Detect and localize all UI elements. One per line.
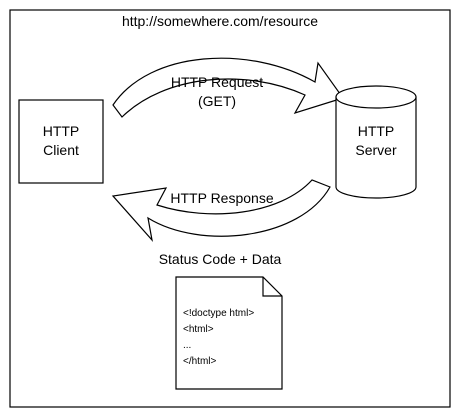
status-label: Status Code + Data xyxy=(159,251,282,267)
server-label-line2: Server xyxy=(355,142,397,158)
client-label-line1: HTTP xyxy=(43,123,80,139)
client-box xyxy=(18,99,104,184)
server-label-line1: HTTP xyxy=(358,123,395,139)
request-label-line1: HTTP Request xyxy=(171,74,263,90)
server-cylinder-body xyxy=(335,97,417,199)
client-label-line2: Client xyxy=(43,142,79,158)
document-line: </html> xyxy=(183,356,217,367)
document-fold xyxy=(262,277,282,297)
document-line: <!doctype html> xyxy=(183,308,254,319)
response-arrow xyxy=(111,179,331,243)
server-cylinder xyxy=(335,85,417,199)
response-label: HTTP Response xyxy=(170,190,273,206)
server-cylinder-top xyxy=(335,85,417,109)
request-label-line2: (GET) xyxy=(198,93,236,109)
document-line: <html> xyxy=(183,324,214,335)
url-label: http://somewhere.com/resource xyxy=(122,13,318,29)
document-page xyxy=(175,276,283,390)
document-icon xyxy=(175,276,283,390)
document-line: ... xyxy=(183,340,191,351)
